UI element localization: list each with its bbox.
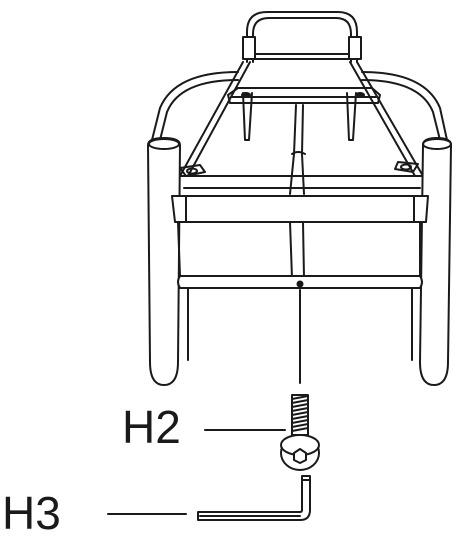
back-upright-frame bbox=[242, 11, 362, 63]
armrest-frame bbox=[151, 71, 448, 141]
h2-bolt-icon bbox=[280, 394, 320, 471]
back-bracket bbox=[227, 87, 381, 104]
corner-brackets bbox=[179, 161, 419, 177]
center-support bbox=[289, 104, 306, 279]
h3-label: H3 bbox=[2, 487, 61, 533]
apron-panel bbox=[171, 195, 429, 223]
h3-allen-key-icon bbox=[197, 475, 311, 521]
front-crossbar bbox=[177, 221, 423, 361]
front-left-leg bbox=[147, 137, 181, 386]
h2-label: H2 bbox=[122, 401, 181, 453]
front-right-leg bbox=[419, 137, 452, 386]
back-legs bbox=[242, 92, 357, 141]
